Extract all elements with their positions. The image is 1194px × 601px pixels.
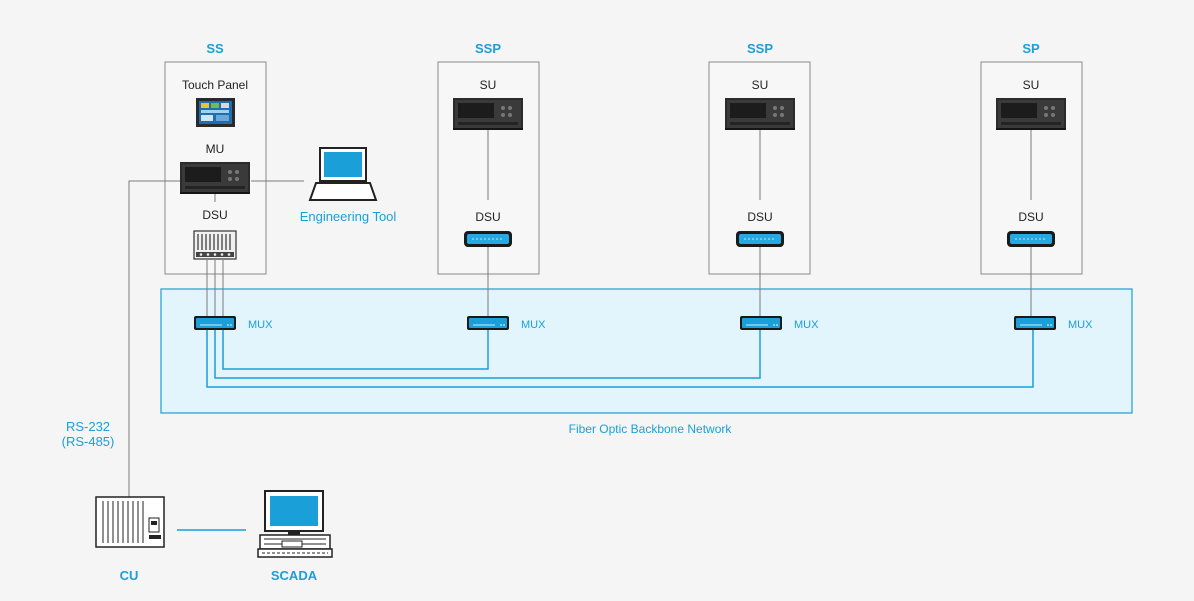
cu-label: CU xyxy=(120,568,139,583)
mux-label-2: MUX xyxy=(521,319,546,331)
cu-device-icon xyxy=(95,496,165,548)
ssp-2-su-rack-icon xyxy=(725,98,795,130)
ss-dsu-label: DSU xyxy=(202,208,227,222)
serial-label-2: (RS-485) xyxy=(62,434,115,449)
mux-label-1: MUX xyxy=(248,319,273,331)
sp-su-rack-icon xyxy=(996,98,1066,130)
ssp-2-dsu-label: DSU xyxy=(747,210,772,224)
sp-su-label: SU xyxy=(1023,78,1040,92)
ssp-2-dsu-icon xyxy=(735,230,785,248)
ssp-2-su-label: SU xyxy=(752,78,769,92)
station-title-ssp-1: SSP xyxy=(475,41,501,56)
station-title-sp: SP xyxy=(1022,41,1040,56)
ssp-1-dsu-icon xyxy=(463,230,513,248)
fiber-links xyxy=(206,330,1034,388)
mux-label-3: MUX xyxy=(794,319,819,331)
serial-label-1: RS-232 xyxy=(66,419,110,434)
mux-label-4: MUX xyxy=(1068,319,1093,331)
station-title-ss: SS xyxy=(206,41,224,56)
mux-icon-1 xyxy=(193,315,237,331)
mux-icon-3 xyxy=(739,315,783,331)
dsu-rack-icon xyxy=(193,230,237,260)
mu-label: MU xyxy=(206,142,225,156)
touch-panel-icon xyxy=(196,98,235,127)
ssp-1-su-rack-icon xyxy=(453,98,523,130)
scada-label: SCADA xyxy=(271,568,318,583)
mux-icon-2 xyxy=(466,315,510,331)
ssp-1-dsu-label: DSU xyxy=(475,210,500,224)
touch-panel-label: Touch Panel xyxy=(182,78,248,92)
sp-dsu-label: DSU xyxy=(1018,210,1043,224)
laptop-icon xyxy=(308,147,378,201)
engineering-tool-label: Engineering Tool xyxy=(300,209,397,224)
sp-dsu-icon xyxy=(1006,230,1056,248)
mu-rack-icon xyxy=(180,162,250,194)
ssp-1-su-label: SU xyxy=(480,78,497,92)
scada-workstation-icon xyxy=(257,490,333,558)
fiber-network-area xyxy=(160,288,1133,414)
mux-icon-4 xyxy=(1013,315,1057,331)
station-title-ssp-2: SSP xyxy=(747,41,773,56)
fiber-network-label: Fiber Optic Backbone Network xyxy=(569,422,733,436)
